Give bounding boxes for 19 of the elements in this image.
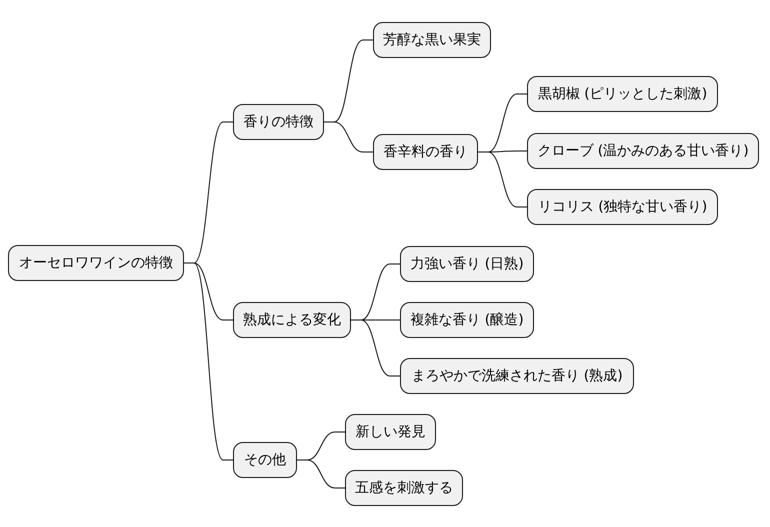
topic-box: 黒胡椒 (ピリッとした刺激) xyxy=(527,76,718,112)
topic-box: リコリス (独特な甘い香り) xyxy=(527,189,718,225)
topic-box: まろやかで洗練された香り (熟成) xyxy=(400,358,634,394)
connector-line xyxy=(324,122,374,152)
topic-box: その他 xyxy=(233,442,297,478)
topic-box: 熟成による変化 xyxy=(233,302,351,338)
connector-line xyxy=(296,460,346,488)
connector-line xyxy=(478,152,528,208)
topic-box: 力強い香り (日熟) xyxy=(400,246,534,282)
topic-box: 芳醇な黒い果実 xyxy=(373,22,491,58)
connector-line xyxy=(350,320,400,376)
connector-line xyxy=(184,262,234,460)
topic-box: 五感を刺激する xyxy=(345,470,463,506)
topic-box: オーセロワワインの特徴 xyxy=(8,245,184,281)
topic-box: 香辛料の香り xyxy=(373,134,478,170)
topic-box: 新しい発見 xyxy=(345,414,436,450)
topic-box: クローブ (温かみのある甘い香り) xyxy=(527,133,759,169)
topic-box: 複雑な香り (醸造) xyxy=(400,302,534,338)
topic-box: 香りの特徴 xyxy=(233,104,324,140)
